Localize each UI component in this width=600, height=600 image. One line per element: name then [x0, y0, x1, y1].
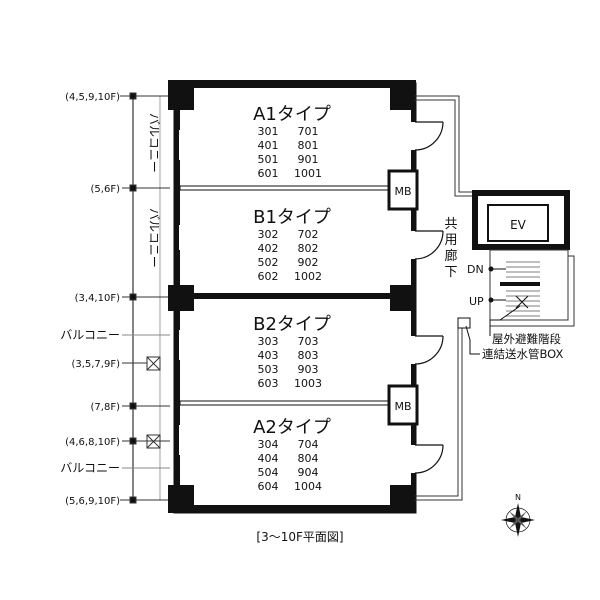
unit-type-label: B2タイプ [253, 314, 331, 335]
room-number: 602 [258, 270, 279, 283]
floor-note: (7,8F) [91, 402, 121, 413]
stair-core: EV DN UP [457, 190, 575, 329]
room-number: 803 [298, 349, 319, 362]
balcony-rail [120, 95, 170, 501]
room-number: 901 [298, 153, 319, 166]
room-number: 402 [258, 242, 279, 255]
room-number: 303 [258, 335, 279, 348]
room-number: 302 [258, 228, 279, 241]
corridor-char-4: 下 [444, 265, 457, 280]
room-number: 304 [258, 438, 279, 451]
floor-note: (4,5,9,10F) [65, 92, 120, 103]
corridor-label: 共 用 廊 下 [444, 217, 457, 280]
building-walls [168, 80, 417, 514]
compass-north-label: N [515, 493, 521, 502]
room-number: 604 [258, 480, 279, 493]
mb-label-lower: MB [394, 400, 411, 413]
up-label: UP [469, 295, 484, 308]
drain-symbols [122, 356, 161, 449]
mb-boxes: MB MB [387, 169, 419, 426]
unit-type-label: B1タイプ [253, 207, 331, 228]
room-number: 704 [298, 438, 319, 451]
pipe-box-label: 連結送水管BOX [482, 347, 564, 361]
room-number: 502 [258, 256, 279, 269]
unit-type-label: A2タイプ [253, 417, 331, 438]
balcony-label-vertical: バルコニー [147, 208, 161, 268]
callout-leaders [465, 305, 521, 355]
room-number: 1004 [294, 480, 322, 493]
room-number: 504 [258, 466, 279, 479]
floor-note: (5,6,9,10F) [65, 496, 120, 507]
stair-label: 屋外避難階段 [492, 332, 561, 346]
unit-a2: A2タイプ 304 704 404 804 504 904 604 1004 [253, 417, 331, 493]
balcony-label-horizontal: バルコニー [60, 461, 120, 475]
room-number: 1003 [294, 377, 322, 390]
unit-type-label: A1タイプ [253, 104, 331, 125]
room-number: 501 [258, 153, 279, 166]
room-number: 603 [258, 377, 279, 390]
room-number: 403 [258, 349, 279, 362]
room-number: 503 [258, 363, 279, 376]
entry-doors [411, 121, 444, 474]
room-number: 601 [258, 167, 279, 180]
room-number: 701 [298, 125, 319, 138]
corridor-outline [415, 95, 478, 501]
room-number: 801 [298, 139, 319, 152]
room-number: 902 [298, 256, 319, 269]
room-number: 404 [258, 452, 279, 465]
balcony-label-horizontal: バルコニー [60, 328, 120, 342]
room-number: 1001 [294, 167, 322, 180]
room-number: 1002 [294, 270, 322, 283]
unit-b2: B2タイプ 303 703 403 803 503 903 603 1003 [253, 314, 331, 390]
room-number: 703 [298, 335, 319, 348]
compass-icon: N [501, 493, 535, 537]
corridor-char-1: 共 [444, 217, 457, 232]
floor-note: (3,5,7,9F) [71, 359, 120, 370]
mb-label-upper: MB [394, 185, 411, 198]
room-number: 401 [258, 139, 279, 152]
floor-note: (3,4,10F) [75, 293, 120, 304]
floor-notes: (4,5,9,10F) (5,6F) (3,4,10F) (3,5,7,9F) … [65, 92, 120, 507]
dn-label: DN [467, 263, 484, 276]
room-number: 804 [298, 452, 319, 465]
unit-b1: B1タイプ 302 702 402 802 502 902 602 1002 [253, 207, 331, 283]
floor-note-markers [122, 92, 170, 504]
plan-caption: [3〜10F平面図] [256, 530, 343, 544]
unit-a1: A1タイプ 301 701 401 801 501 901 601 1001 [253, 104, 331, 180]
room-number: 702 [298, 228, 319, 241]
balcony-label-vertical: バルコニー [147, 113, 161, 173]
corridor-char-2: 用 [444, 233, 457, 248]
corridor-char-3: 廊 [444, 248, 457, 264]
room-number: 903 [298, 363, 319, 376]
room-number: 904 [298, 466, 319, 479]
floor-note: (4,6,8,10F) [65, 437, 120, 448]
room-number: 301 [258, 125, 279, 138]
room-number: 802 [298, 242, 319, 255]
floor-note: (5,6F) [91, 184, 121, 195]
ev-label: EV [510, 218, 527, 232]
